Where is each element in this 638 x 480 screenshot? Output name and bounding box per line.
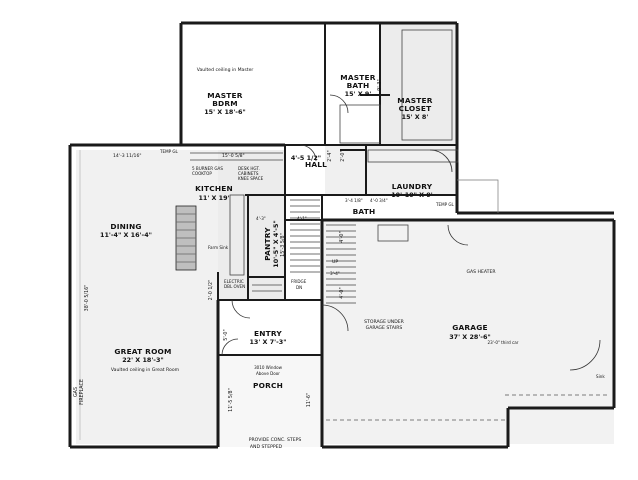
hall-name: HALL [305, 160, 327, 169]
farm-sink: Farm Sink [208, 245, 229, 250]
garage-stair-note-2: GARAGE STAIRS [366, 325, 403, 331]
dim-bath-2: 4'-0 3/4" [370, 198, 388, 203]
hall-dim: 4'-5 1/2" [291, 154, 321, 162]
dim-porch-right: 11'-6" [306, 393, 312, 407]
master-bdrm-name-1: MASTER [207, 91, 242, 100]
master-closet-dims: 15' X 8' [402, 113, 429, 121]
cooktop-1: 5 BURNER GAS [192, 166, 223, 171]
cooktop-2: COOKTOP [192, 171, 212, 176]
porch-window-note-2: Above Door [256, 371, 280, 376]
porch-window-note-1: 3010 Window [254, 365, 283, 370]
master-closet-name-1: MASTER [397, 96, 432, 105]
porch-steps-note-2: AND STEPPED [250, 444, 283, 450]
master-bath-name-2: BATH [347, 81, 370, 90]
dim-2-4: 2'-4" [327, 150, 333, 161]
dim-4-3: 4'-3" [256, 216, 266, 221]
dining-dims: 11'-4" X 16'-4" [100, 231, 152, 239]
dim-porch-left: 11'-5 5/8" [228, 388, 234, 412]
pantry-dims: 10'-5" X 4'-5" [272, 220, 280, 268]
kitchen-dims: 11' X 19' [198, 194, 229, 202]
dim-2-0: 2'-0 1/2" [208, 280, 214, 301]
garage-heater: GAS HEATER [466, 269, 496, 275]
dim-kitchen-top: 15'-0 5/8" [222, 153, 245, 159]
kitchen-name: KITCHEN [195, 184, 233, 193]
garage-dims: 37' X 28'-6" [449, 333, 491, 341]
temp-gl-top: TEMP GL [159, 149, 179, 154]
fridge-1: FRIDGE [291, 279, 307, 284]
dim-4-0-b: 4'-0" [339, 287, 345, 298]
pantry-name: PANTRY [263, 227, 272, 261]
dim-left: 38'-0 5/16" [84, 285, 90, 312]
master-bath-name-1: MASTER [340, 73, 375, 82]
dim-9-3: 9'-3" [377, 79, 383, 90]
sink-label: Sink [596, 374, 605, 379]
great-room-dims: 22' X 18'-3" [122, 356, 164, 364]
entry-name: ENTRY [254, 329, 282, 338]
dim-4-1: 4'-1" [297, 216, 307, 221]
dim-3-4: 3'-4" [330, 271, 340, 276]
desk-3: KNEE SPACE [238, 176, 264, 181]
laundry-dims: 10'-10" X 9' [391, 191, 433, 199]
great-room-note: Vaulted ceiling in Great Room [111, 367, 180, 373]
fireplace-2: FIREPLACE [79, 379, 85, 405]
garage-door-lines [326, 394, 610, 421]
master-closet-name-2: CLOSET [399, 104, 432, 113]
oven-2: DBL OVEN [224, 284, 245, 289]
annotations: TEMP GL 14'-3 11/16" 15'-0 5/8" 5 BURNER… [73, 79, 605, 412]
desk-1: DESK HGT. [238, 166, 260, 171]
garage-name: GARAGE [452, 323, 488, 332]
garage-stair-note-1: STORAGE UNDER [364, 319, 405, 325]
master-bdrm-note: Vaulted ceiling in Master [197, 67, 254, 73]
room-labels: Vaulted ceiling in Master MASTER BDRM 15… [100, 67, 519, 450]
desk-2: CABINETS [238, 171, 259, 176]
porch-name: PORCH [253, 381, 283, 390]
master-bdrm-name-2: BDRM [212, 99, 238, 108]
garage-third-car: 23'-0" third car [488, 340, 519, 345]
exterior-walls [68, 21, 616, 449]
dim-bath-1: 3'-4 1/8" [345, 198, 363, 203]
dim-2-0-b: 2'-0" [340, 150, 346, 161]
dim-stair: 15'-3 5/8" [280, 233, 286, 257]
entry-dims: 13' X 7'-3" [249, 338, 286, 346]
oven-1: ELECTRIC [224, 279, 244, 284]
great-room-name: GREAT ROOM [114, 347, 171, 356]
dim-4-0: 4'-0" [339, 231, 345, 242]
porch-steps-note-1: PROVIDE CONC. STEPS [249, 437, 302, 443]
door-swings [221, 94, 601, 371]
master-bdrm-dims: 15' X 18'-6" [204, 108, 246, 116]
fixtures [79, 29, 459, 440]
fridge-2: DN [296, 285, 302, 290]
laundry-name: LAUNDRY [392, 182, 433, 191]
dim-top-left: 14'-3 11/16" [113, 153, 142, 159]
shading [76, 24, 614, 447]
up-label: UP [332, 259, 338, 265]
temp-gl-bath: TEMP GL [435, 202, 455, 207]
dining-name: DINING [110, 222, 141, 231]
bath-name: BATH [353, 207, 376, 216]
master-bath-dims: 15' X 9' [345, 90, 372, 98]
fireplace-1: GAS [73, 387, 79, 397]
exterior-slab [457, 179, 499, 213]
dim-entry: 5'-0" [223, 329, 229, 340]
